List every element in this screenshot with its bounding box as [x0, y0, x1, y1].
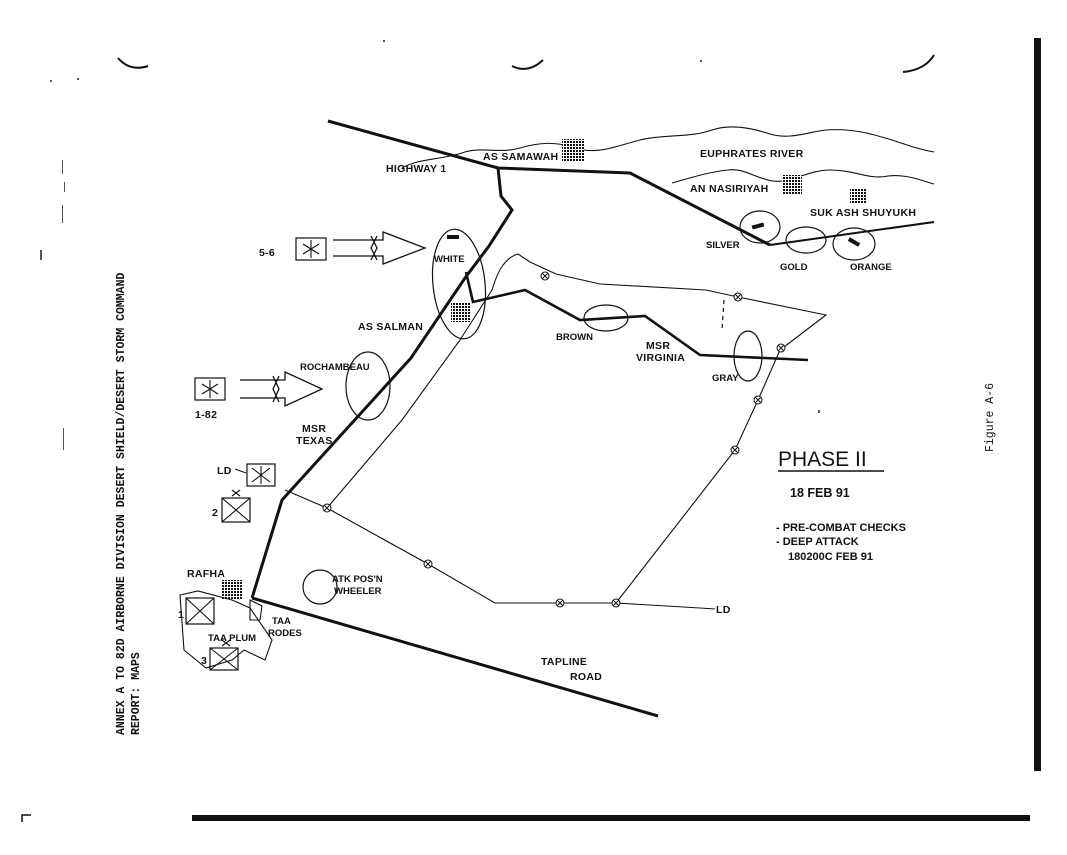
label-bde-1: 1: [178, 609, 184, 621]
label-an-nasiriyah: AN NASIRIYAH: [690, 183, 768, 195]
label-taa-rodes-1: TAA: [272, 616, 291, 627]
ld-leader: [234, 468, 247, 474]
urban-areas: [222, 139, 866, 600]
objective-brown: [583, 304, 629, 332]
label-as-samawah: AS SAMAWAH: [483, 151, 558, 163]
label-taa-rodes-2: RODES: [268, 628, 302, 639]
label-brown: BROWN: [556, 332, 593, 343]
phase-line: [721, 299, 725, 331]
msr-texas-route: [250, 167, 514, 599]
label-atk-pos-1: ATK POS'N: [332, 574, 383, 585]
as-samawah-urban: [562, 139, 584, 161]
corner-tick: [21, 814, 31, 822]
bottom-border-bar: [192, 815, 1030, 821]
label-msr-texas-1: MSR: [302, 423, 326, 435]
label-ld-west: LD: [217, 465, 232, 477]
label-ld-south: LD: [716, 604, 731, 616]
label-highway-1: HIGHWAY 1: [386, 163, 446, 175]
phase-note-1: - PRE-COMBAT CHECKS: [776, 522, 906, 534]
taa-rodes-area: [249, 599, 263, 621]
side-caption-line2: REPORT: MAPS: [130, 652, 143, 735]
label-tapline-2: ROAD: [570, 671, 602, 683]
scan-specks: [40, 40, 820, 450]
label-suk-ash-shuyukh: SUK ASH SHUYUKH: [810, 207, 916, 219]
label-euphrates: EUPHRATES RIVER: [700, 148, 804, 160]
label-silver: SILVER: [706, 240, 740, 251]
phase-note-3: 180200C FEB 91: [788, 551, 873, 563]
objective-silver: [739, 210, 781, 244]
label-taa-plum: TAA PLUM: [208, 633, 256, 644]
suk-ash-shuyukh-urban: [850, 188, 866, 204]
phase-title: PHASE II: [778, 448, 867, 471]
phase-block: PHASE II 18 FEB 91 - PRE-COMBAT CHECKS -…: [776, 448, 906, 563]
label-bde-3: 3: [201, 655, 207, 667]
label-msr-texas-2: TEXAS: [296, 435, 333, 447]
arrow-ties: [272, 235, 378, 403]
label-rochambeau: ROCHAMBEAU: [300, 362, 370, 373]
label-unit-5-6: 5-6: [259, 247, 275, 259]
msr-virginia-route: [464, 271, 809, 362]
label-bde-2: 2: [212, 507, 218, 519]
tapline-road: [251, 596, 659, 718]
label-gray: GRAY: [712, 373, 739, 384]
side-caption-line1: ANNEX A TO 82D AIRBORNE DIVISION DESERT …: [115, 273, 128, 735]
binding-marks: [117, 54, 935, 73]
objective-rochambeau: [345, 351, 391, 421]
objective-gold: [785, 226, 827, 254]
euphrates-river: [401, 126, 935, 185]
attack-arrows: [240, 231, 427, 408]
objective-orange: [832, 227, 876, 261]
phase-note-2: - DEEP ATTACK: [776, 536, 859, 548]
eastern-boundary: [326, 253, 828, 604]
objective-gray: [733, 330, 763, 382]
label-gold: GOLD: [780, 262, 808, 273]
objective-markers: [447, 222, 861, 247]
rafha-urban: [222, 580, 242, 600]
label-msr-virginia-2: VIRGINIA: [636, 352, 685, 364]
objective-white: [431, 228, 487, 340]
ld-south-leader: [699, 607, 716, 610]
label-atk-pos-2: WHEELER: [334, 586, 382, 597]
atk-pos-wheeler-area: [302, 569, 338, 605]
objectives: [302, 210, 876, 605]
highway-east: [769, 221, 935, 246]
as-salman-urban: [451, 302, 471, 322]
an-nasiriyah-urban: [782, 175, 802, 195]
right-border-bar: [1034, 38, 1041, 771]
highway-1: [327, 119, 771, 247]
checkpoints: [322, 271, 786, 608]
unit-symbol-marks: [185, 240, 320, 671]
label-as-salman: AS SALMAN: [358, 321, 423, 333]
taa-plum-area: [179, 590, 273, 669]
label-msr-virginia-1: MSR: [646, 340, 670, 352]
phase-date: 18 FEB 91: [790, 486, 850, 500]
label-tapline-1: TAPLINE: [541, 656, 587, 668]
figure-label: Figure A-6: [984, 383, 997, 452]
label-unit-1-82: 1-82: [195, 409, 217, 421]
label-white: WHITE: [434, 254, 465, 265]
label-orange: ORANGE: [850, 262, 892, 273]
label-rafha: RAFHA: [187, 568, 225, 580]
